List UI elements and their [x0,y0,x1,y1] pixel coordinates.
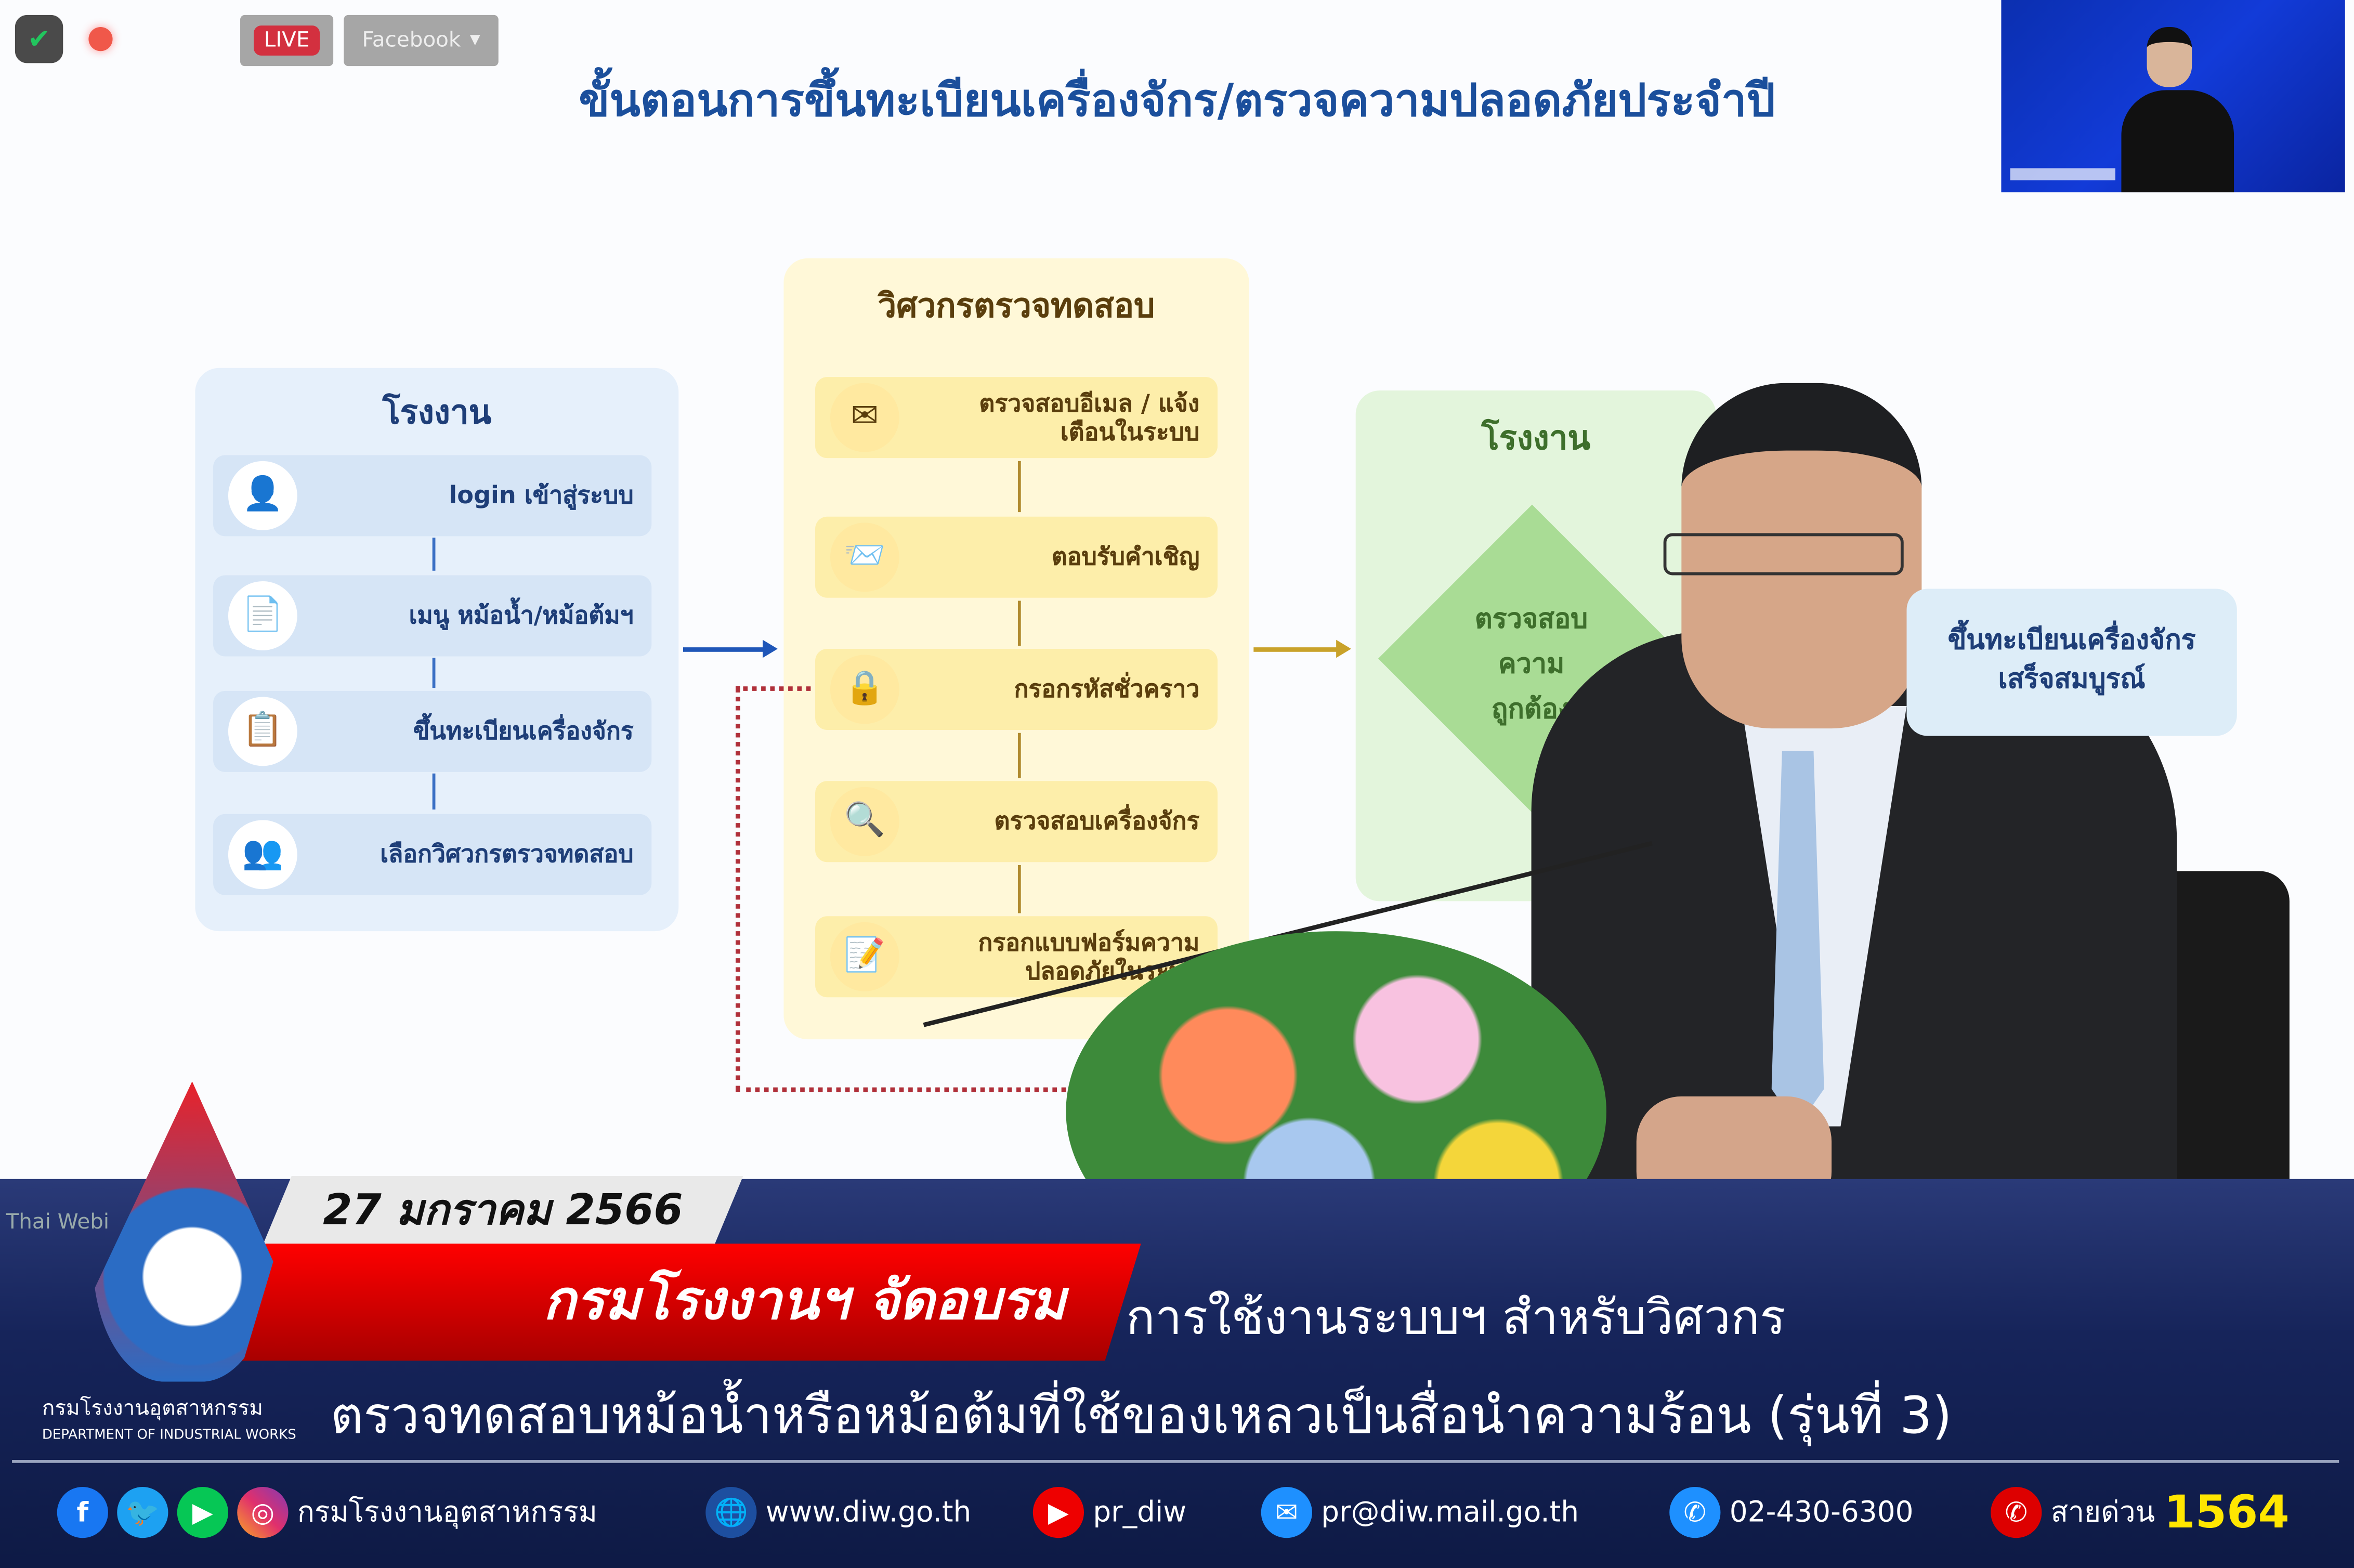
arrow-down [432,773,436,810]
step-label: login เข้าสู่ระบบ [449,481,634,510]
factory-step-menu: 📄 เมนู หม้อน้ำ/หม้อต้มฯ [213,575,652,657]
arrowhead [1336,639,1352,658]
slide-title: ขั้นตอนการขึ้นทะเบียนเครื่องจักร/ตรวจควา… [579,75,1775,128]
hotline-number: 1564 [2164,1486,2290,1539]
org-name: กรมโรงงานอุตสาหกรรม DEPARTMENT OF INDUSTR… [42,1397,296,1448]
webcam-name-tag [2010,168,2115,180]
dotted-loop-top [736,686,811,691]
website-label: www.diw.go.th [765,1496,972,1529]
hotline-link[interactable]: ✆สายด่วน 1564 [1991,1484,2290,1541]
engineer-step-email: ✉ ตรวจสอบอีเมล / แจ้งเตือนในระบบ [815,377,1218,459]
webinar-watermark: Thai Webi [6,1210,110,1235]
factory-step-register: 📋 ขึ้นทะเบียนเครื่องจักร [213,690,652,772]
result-box: ขึ้นทะเบียนเครื่องจักรเสร็จสมบูรณ์ [1906,589,2237,736]
step-label: เลือกวิศวกรตรวจทดสอบ [380,840,634,869]
live-label: LIVE [253,25,320,56]
hotline-label: สายด่วน [2050,1496,2155,1529]
live-button[interactable]: LIVE [240,15,334,67]
step-label: กรอกรหัสชั่วคราว [1014,675,1200,704]
phone-link[interactable]: ✆02-430-6300 [1669,1484,1914,1541]
social-name[interactable]: กรมโรงงานอุตสาหกรรม [297,1496,597,1529]
glasses [1663,533,1904,576]
arrow-right-blue [683,647,770,652]
facebook-icon[interactable]: f [57,1487,108,1538]
email-link[interactable]: ✉ pr@diw.mail.go.th [1261,1484,1579,1541]
step-label: ขึ้นทะเบียนเครื่องจักร [413,717,634,746]
presenter-body [2121,90,2234,192]
record-dot-icon[interactable] [88,27,113,51]
dotted-loop-left [736,686,740,1092]
step-label: ตรวจสอบอีเมล / แจ้งเตือนในระบบ [979,388,1200,447]
subtitle-line-1: การใช้งานระบบฯ สำหรับวิศวกร [1126,1288,1786,1346]
document-icon: 📄 [228,581,297,650]
arrow-down [1017,733,1021,778]
webcam-thumbnail[interactable] [2001,0,2345,192]
arrow-down [432,538,436,571]
step-label: ตอบรับคำเชิญ [1051,543,1200,571]
instagram-icon[interactable]: ◎ [237,1487,289,1538]
website-link[interactable]: 🌐www.diw.go.th [705,1484,971,1541]
divider [12,1460,2339,1463]
arrow-down [432,658,436,688]
engineer-panel-header: วิศวกรตรวจทดสอบ [878,288,1155,326]
youtube-icon: ▶ [1032,1487,1084,1538]
phone-icon: ✆ [1991,1487,2042,1538]
factory-step-login: 👤 login เข้าสู่ระบบ [213,455,652,537]
phone-icon: ✆ [1669,1487,1721,1538]
line-icon[interactable]: ▶ [177,1487,228,1538]
stream-target-label: Facebook [362,28,461,53]
date-label: 27 มกราคม 2566 [263,1176,743,1245]
send-mail-icon: 📨 [830,522,899,592]
magnifier-icon: 🔍 [830,787,899,856]
form-icon: 📝 [830,922,899,991]
engineer-step-inspect: 🔍 ตรวจสอบเครื่องจักร [815,781,1218,863]
org-name-en: DEPARTMENT OF INDUSTRIAL WORKS [42,1428,296,1444]
password-lock-icon: 🔒 [830,655,899,724]
subtitle-line-2: ตรวจทดสอบหม้อน้ำหรือหม้อต้มที่ใช้ของเหลว… [330,1386,1952,1447]
email-label: pr@diw.mail.go.th [1321,1496,1579,1529]
factory-panel-header: โรงงาน [382,395,492,433]
org-name-th: กรมโรงงานอุตสาหกรรม [42,1396,264,1421]
step-label: ตรวจสอบเครื่องจักร [994,807,1200,836]
chevron-down-icon: ▼ [469,33,480,48]
arrow-down [1017,461,1021,513]
user-laptop-icon: 👤 [228,461,297,530]
engineer-step-code: 🔒 กรอกรหัสชั่วคราว [815,649,1218,730]
envelope-icon: ✉ [830,383,899,452]
step-label: เมนู หม้อน้ำ/หม้อต้มฯ [409,601,634,630]
mail-icon: ✉ [1261,1487,1312,1538]
decision-line: ตรวจสอบ [1474,604,1588,636]
social-links: f 🐦 ▶ ◎ กรมโรงงานอุตสาหกรรม [57,1484,597,1541]
arrow-right-gold [1253,647,1341,652]
dotted-loop-bottom [736,1087,1201,1092]
arrow-down [1017,865,1021,913]
stream-target-dropdown[interactable]: Facebook ▼ [344,15,499,67]
result-line: เสร็จสมบูรณ์ [1998,663,2146,696]
arrowhead [763,639,778,658]
youtube-link[interactable]: ▶ pr_diw [1032,1484,1187,1541]
meeting-icon: 👥 [228,820,297,890]
arrow-down [1017,600,1021,646]
twitter-icon[interactable]: 🐦 [117,1487,168,1538]
globe-icon: 🌐 [705,1487,757,1538]
phone-label: 02-430-6300 [1729,1496,1914,1529]
headline-banner: กรมโรงงานฯ จัดอบรม [240,1244,1141,1361]
presenter-head [1681,383,1922,729]
engineer-step-form: 📝กรอกแบบฟอร์มความ ปลอดภัยในระบบ [815,916,1218,998]
presenter-head [2147,27,2192,87]
result-line: ขึ้นทะเบียนเครื่องจักร [1947,624,2196,657]
factory-step-select-engineer: 👥 เลือกวิศวกรตรวจทดสอบ [213,814,652,895]
decision-line: ความ [1498,649,1565,681]
presenter-tie [1771,751,1824,1127]
checklist-icon: 📋 [228,697,297,766]
youtube-label: pr_diw [1093,1496,1187,1529]
shield-check-icon[interactable]: ✔ [15,15,63,63]
engineer-step-accept: 📨 ตอบรับคำเชิญ [815,516,1218,598]
verify-panel-header: โรงงาน [1481,420,1590,459]
